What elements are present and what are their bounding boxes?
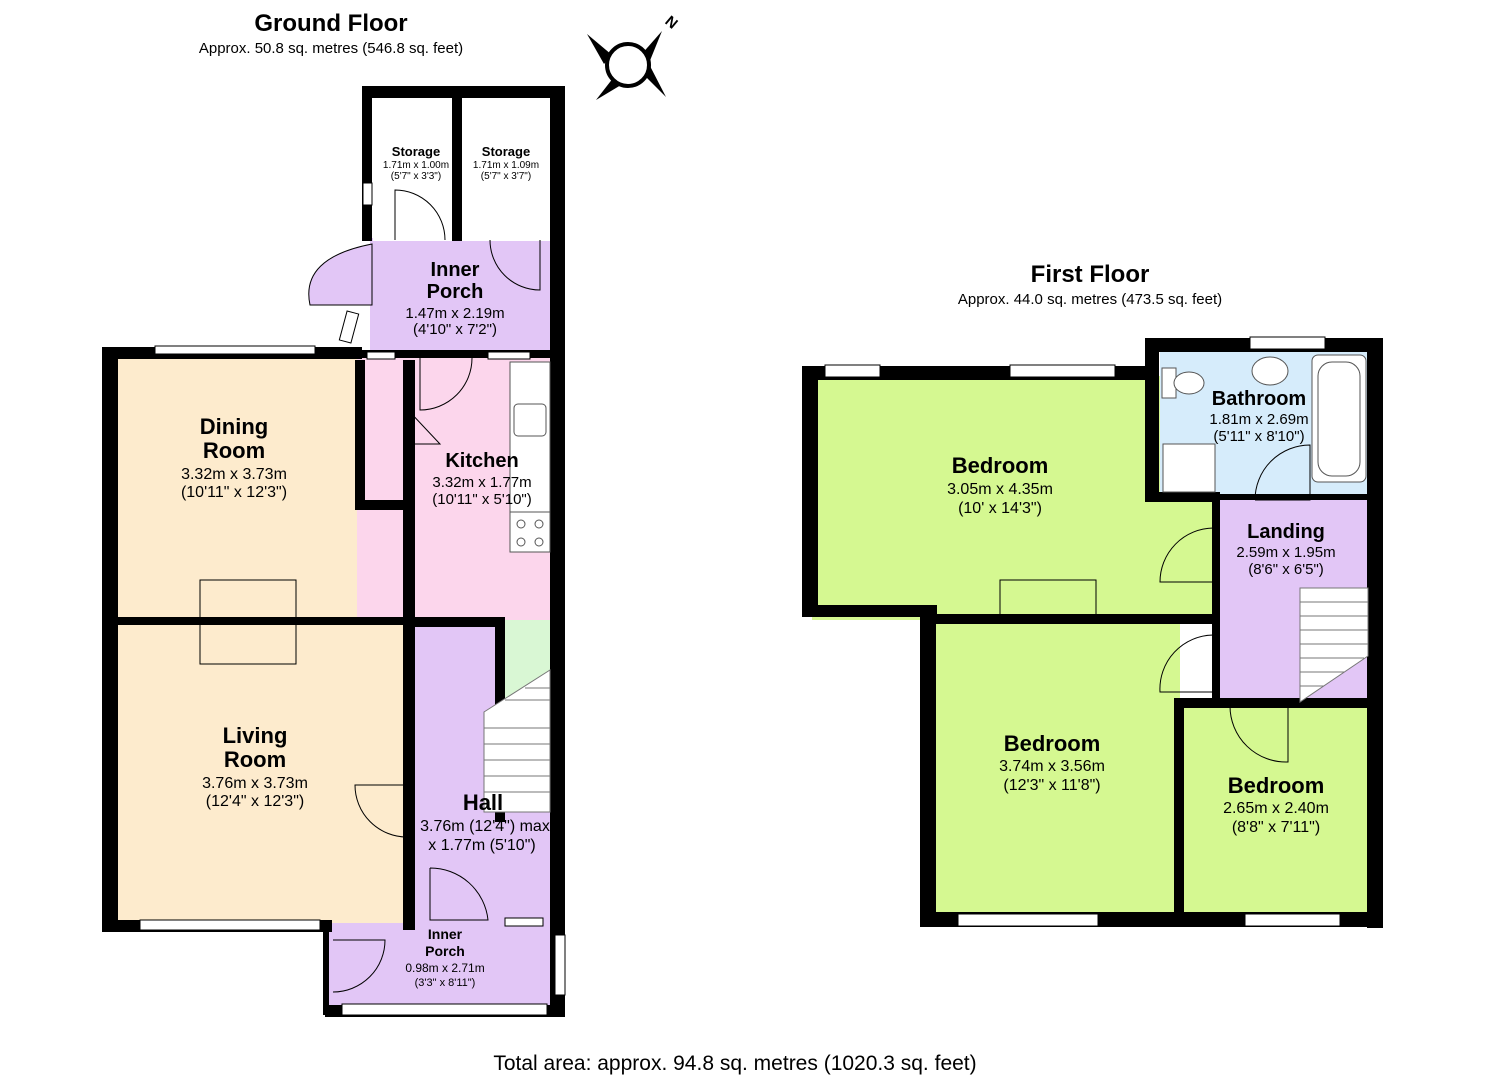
room-name: Storage	[482, 144, 530, 159]
room-name-line2: Porch	[425, 943, 465, 959]
bedroom3-fill	[1180, 702, 1375, 917]
ground-floor-area: Approx. 50.8 sq. metres (546.8 sq. feet)	[199, 40, 463, 57]
room-name: Landing	[1247, 521, 1325, 543]
room-dims: 3.32m x 3.73m	[181, 466, 287, 483]
room-dims: 1.47m x 2.19m	[405, 305, 504, 322]
room-name-line1: Dining	[200, 414, 268, 439]
room-dims: 1.71m x 1.00m	[383, 160, 449, 171]
room-bedroom-2: Bedroom 3.74m x 3.56m (12'3" x 11'8")	[999, 731, 1105, 794]
bedroom2-fill	[930, 620, 1180, 917]
compass-north-label: N	[662, 13, 681, 33]
room-dims: 0.98m x 2.71m	[405, 961, 484, 975]
room-name: Bedroom	[1004, 731, 1101, 756]
inner-porch-top-door-swing	[308, 243, 373, 306]
room-dims-imperial: (5'7" x 3'7")	[481, 171, 531, 182]
room-bedroom-1: Bedroom 3.05m x 4.35m (10' x 14'3")	[947, 453, 1053, 517]
room-name-line1: Living	[223, 723, 288, 748]
room-name: Bedroom	[1228, 773, 1325, 798]
room-dims-line1: 3.76m (12'4") max	[420, 818, 550, 835]
room-dims: 3.32m x 1.77m	[432, 474, 531, 491]
room-dims: 3.76m x 3.73m	[202, 775, 308, 792]
room-dims: 2.59m x 1.95m	[1236, 544, 1335, 561]
first-floor-area: Approx. 44.0 sq. metres (473.5 sq. feet)	[958, 291, 1222, 308]
room-dims-line2: x 1.77m (5'10")	[428, 837, 535, 854]
room-name-line1: Inner	[431, 259, 480, 281]
room-name-line2: Porch	[427, 281, 484, 303]
living-room-fill	[110, 620, 413, 923]
room-dims-imperial: (8'6" x 6'5")	[1248, 561, 1324, 578]
room-dims: 1.81m x 2.69m	[1209, 411, 1308, 428]
kitchen-fittings	[509, 361, 551, 553]
first-floor-title: First Floor	[1031, 261, 1150, 288]
room-dims-imperial: (8'8" x 7'11")	[1232, 819, 1320, 836]
room-dims-imperial: (12'4" x 12'3")	[206, 793, 304, 810]
room-dims-imperial: (10'11" x 5'10")	[432, 491, 532, 508]
room-bathroom: Bathroom 1.81m x 2.69m (5'11" x 8'10")	[1209, 388, 1308, 445]
room-inner-porch-bottom: Inner Porch 0.98m x 2.71m (3'3" x 8'11")	[405, 926, 484, 989]
room-name: Hall	[463, 790, 503, 815]
room-dims-imperial: (5'11" x 8'10")	[1213, 428, 1304, 445]
room-name: Kitchen	[445, 450, 518, 472]
room-name-line2: Room	[203, 438, 265, 463]
room-storage-right: Storage 1.71m x 1.09m (5'7" x 3'7")	[473, 144, 539, 182]
room-name-line2: Room	[224, 747, 286, 772]
ground-stairs	[483, 669, 551, 813]
room-storage-left: Storage 1.71m x 1.00m (5'7" x 3'3")	[383, 144, 449, 182]
room-inner-porch-top: Inner Porch 1.47m x 2.19m (4'10" x 7'2")	[405, 259, 504, 338]
first-floor-chimney-breast	[999, 579, 1097, 621]
room-name-line1: Inner	[428, 926, 463, 942]
compass-icon: N	[587, 13, 681, 100]
room-dims-imperial: (5'7" x 3'3")	[391, 171, 441, 182]
room-bedroom-3: Bedroom 2.65m x 2.40m (8'8" x 7'11")	[1223, 773, 1329, 836]
room-name: Storage	[392, 144, 440, 159]
inner-porch-bottom-fill	[328, 923, 557, 1011]
first-floor-door-swings	[1159, 444, 1311, 763]
room-kitchen: Kitchen 3.32m x 1.77m (10'11" x 5'10")	[432, 450, 532, 508]
room-dims-imperial: (4'10" x 7'2")	[413, 321, 497, 338]
storage-left-fill	[373, 96, 456, 241]
room-dims-imperial: (10' x 14'3")	[958, 500, 1042, 517]
room-dims: 2.65m x 2.40m	[1223, 800, 1329, 817]
room-living-room: Living Room 3.76m x 3.73m (12'4" x 12'3"…	[202, 723, 308, 810]
first-floor-windows	[824, 336, 1341, 927]
first-floor-stairs	[1299, 587, 1369, 703]
inner-porch-top-fill	[370, 238, 557, 355]
room-dims: 1.71m x 1.09m	[473, 160, 539, 171]
bathroom-fittings	[1161, 354, 1367, 493]
room-dims: 3.05m x 4.35m	[947, 481, 1053, 498]
room-name: Bathroom	[1212, 388, 1306, 410]
room-dining-room: Dining Room 3.32m x 3.73m (10'11" x 12'3…	[181, 414, 287, 501]
total-area: Total area: approx. 94.8 sq. metres (102…	[493, 1052, 976, 1075]
storage-right-fill	[462, 96, 555, 241]
room-dims-imperial: (12'3" x 11'8")	[1003, 777, 1100, 794]
chimney-breast	[199, 579, 297, 665]
room-dims-imperial: (3'3" x 8'11")	[415, 977, 476, 989]
room-landing: Landing 2.59m x 1.95m (8'6" x 6'5")	[1236, 521, 1335, 578]
ground-floor-title: Ground Floor	[254, 10, 407, 37]
room-dims: 3.74m x 3.56m	[999, 758, 1105, 775]
room-dims-imperial: (10'11" x 12'3")	[181, 484, 287, 501]
room-name: Bedroom	[952, 453, 1049, 478]
room-hall: Hall 3.76m (12'4") max x 1.77m (5'10")	[420, 790, 550, 854]
ground-door-swings	[332, 189, 541, 993]
ground-floor-windows	[139, 182, 566, 1016]
